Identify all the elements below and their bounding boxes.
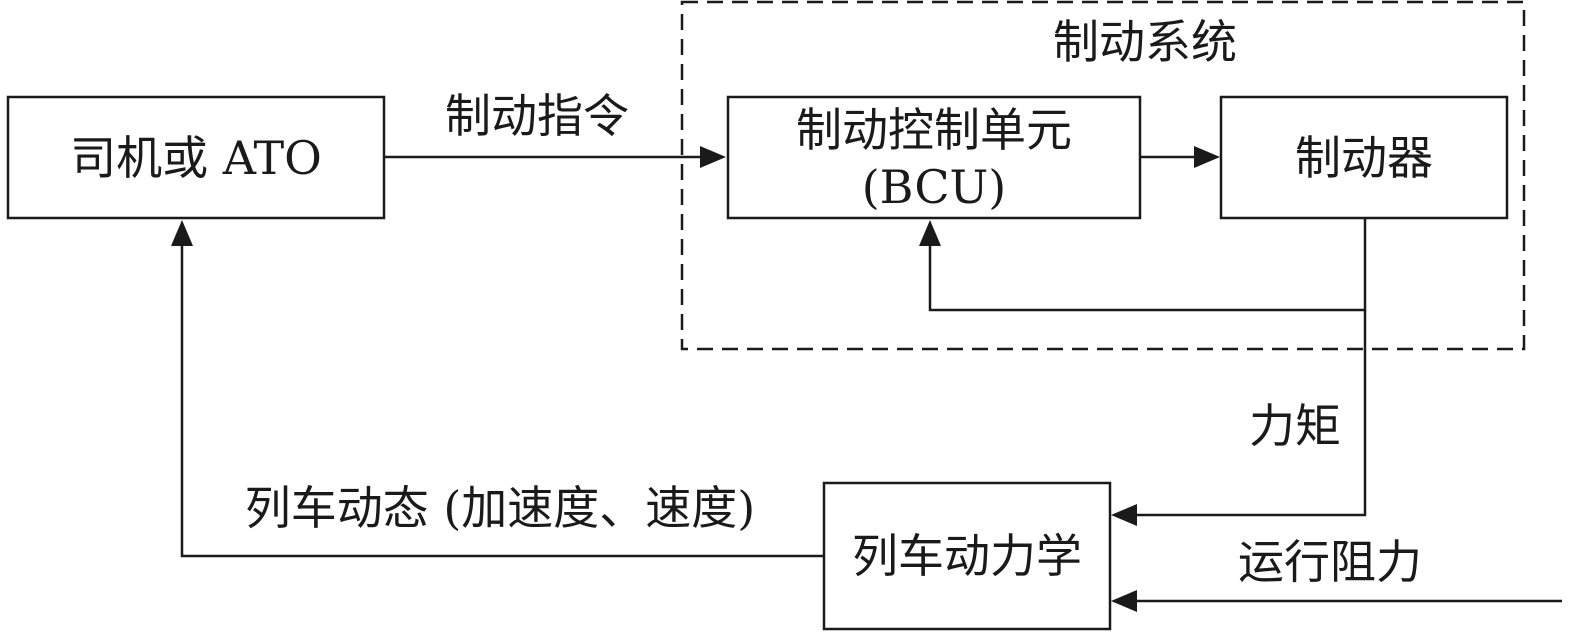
torque-arrowhead — [1111, 504, 1137, 526]
bcu-box — [726, 95, 1142, 220]
brake-system-label: 制动系统 — [1053, 15, 1237, 69]
brake-system-boundary — [680, 0, 1526, 351]
bcu-to-brake-arrowhead — [1194, 146, 1220, 168]
brake-feedback-arrowhead — [919, 220, 941, 246]
resistance-arrowhead — [1111, 590, 1137, 612]
train-dynamics-box — [822, 481, 1112, 631]
bcu-label-line1: 制动控制单元 — [796, 103, 1072, 157]
train-state-feedback-line — [180, 244, 824, 558]
torque-arrow-line — [1134, 310, 1367, 517]
train-dynamics-label: 列车动力学 — [852, 529, 1082, 583]
train-state-arrowhead — [171, 220, 193, 246]
train-state-label: 列车动态 (加速度、速度) — [245, 481, 756, 535]
brake-command-label: 制动指令 — [445, 89, 629, 143]
brake-label: 制动器 — [1295, 131, 1433, 185]
brake-command-arrowhead — [700, 146, 726, 168]
brake-feedback-line — [928, 218, 1367, 312]
bcu-label-line2: (BCU) — [862, 160, 1007, 214]
resistance-label: 运行阻力 — [1238, 535, 1422, 589]
driver-ato-label: 司机或 ATO — [70, 131, 322, 185]
torque-label: 力矩 — [1249, 399, 1341, 453]
